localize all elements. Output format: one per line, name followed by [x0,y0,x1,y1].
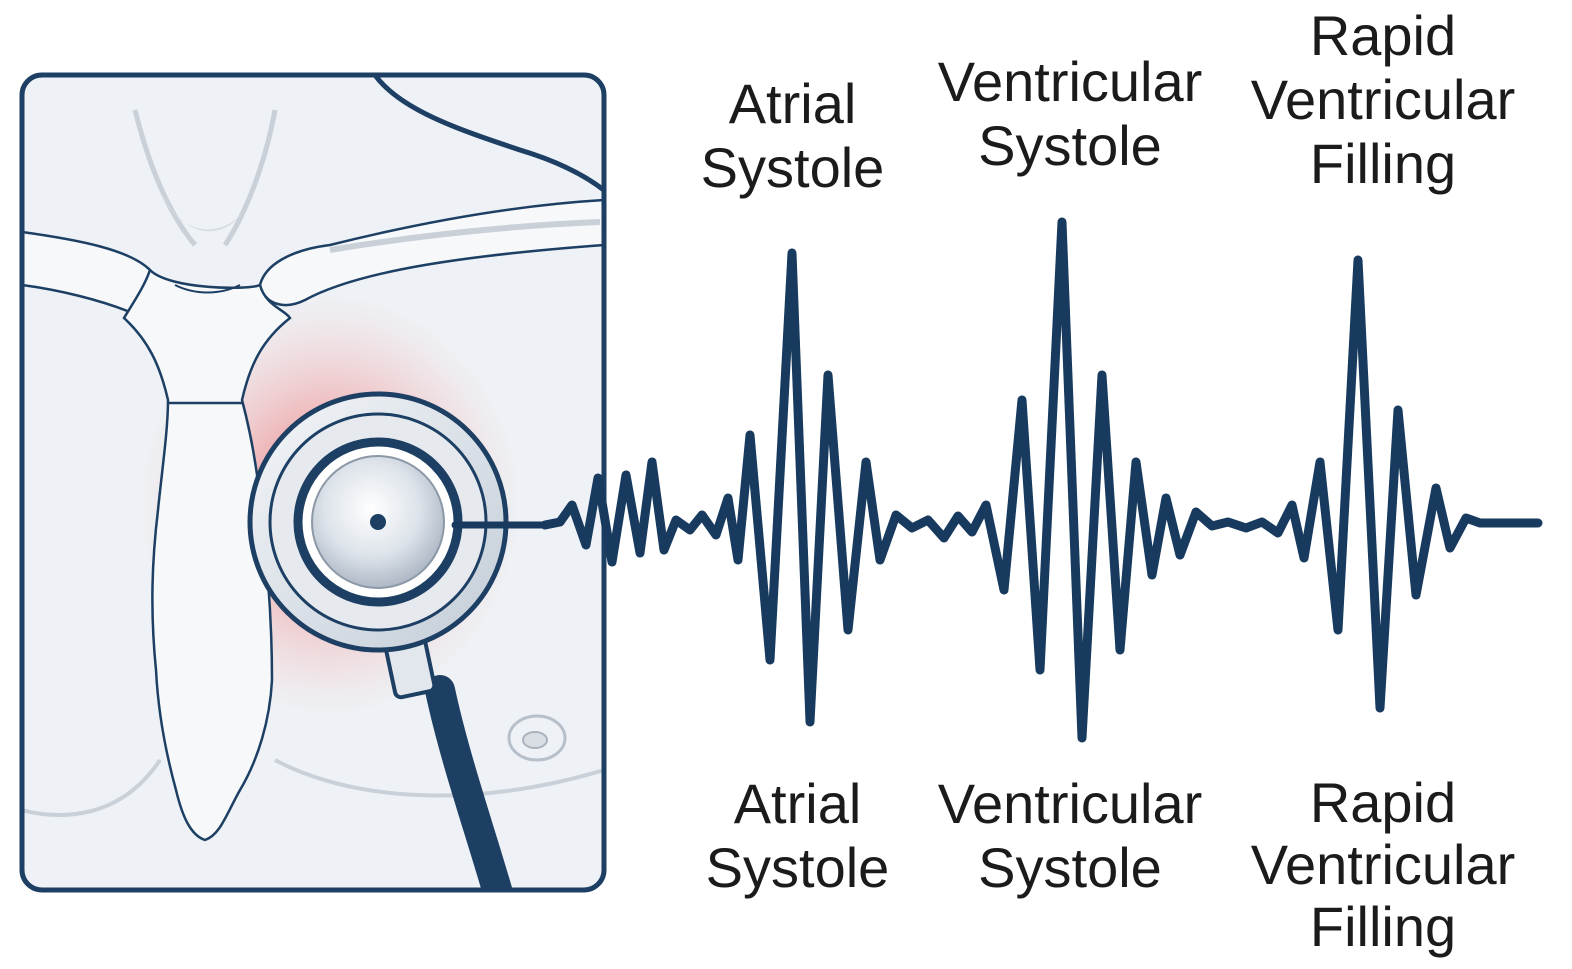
label-bottom-rapid-ventricular-filling: Rapid Ventricular Filling [1238,772,1528,958]
nipple-icon [509,716,565,760]
label-line: Ventricular [1238,834,1528,896]
label-line: Systole [925,114,1215,178]
label-bottom-atrial-systole: Atrial Systole [700,772,895,900]
label-bottom-ventricular-systole: Ventricular Systole [925,772,1215,900]
label-line: Rapid [1238,772,1528,834]
label-line: Ventricular [1238,68,1528,132]
label-line: Filling [1238,896,1528,958]
label-line: Ventricular [925,50,1215,114]
label-line: Systole [925,836,1215,900]
label-line: Atrial [695,72,890,136]
label-top-ventricular-systole: Ventricular Systole [925,50,1215,178]
label-line: Filling [1238,132,1528,196]
label-top-rapid-ventricular-filling: Rapid Ventricular Filling [1238,4,1528,196]
label-line: Atrial [700,772,895,836]
label-line: Systole [700,836,895,900]
label-line: Rapid [1238,4,1528,68]
heart-sound-waveform [545,222,1538,738]
label-line: Ventricular [925,772,1215,836]
label-line: Systole [695,136,890,200]
label-top-atrial-systole: Atrial Systole [695,72,890,200]
